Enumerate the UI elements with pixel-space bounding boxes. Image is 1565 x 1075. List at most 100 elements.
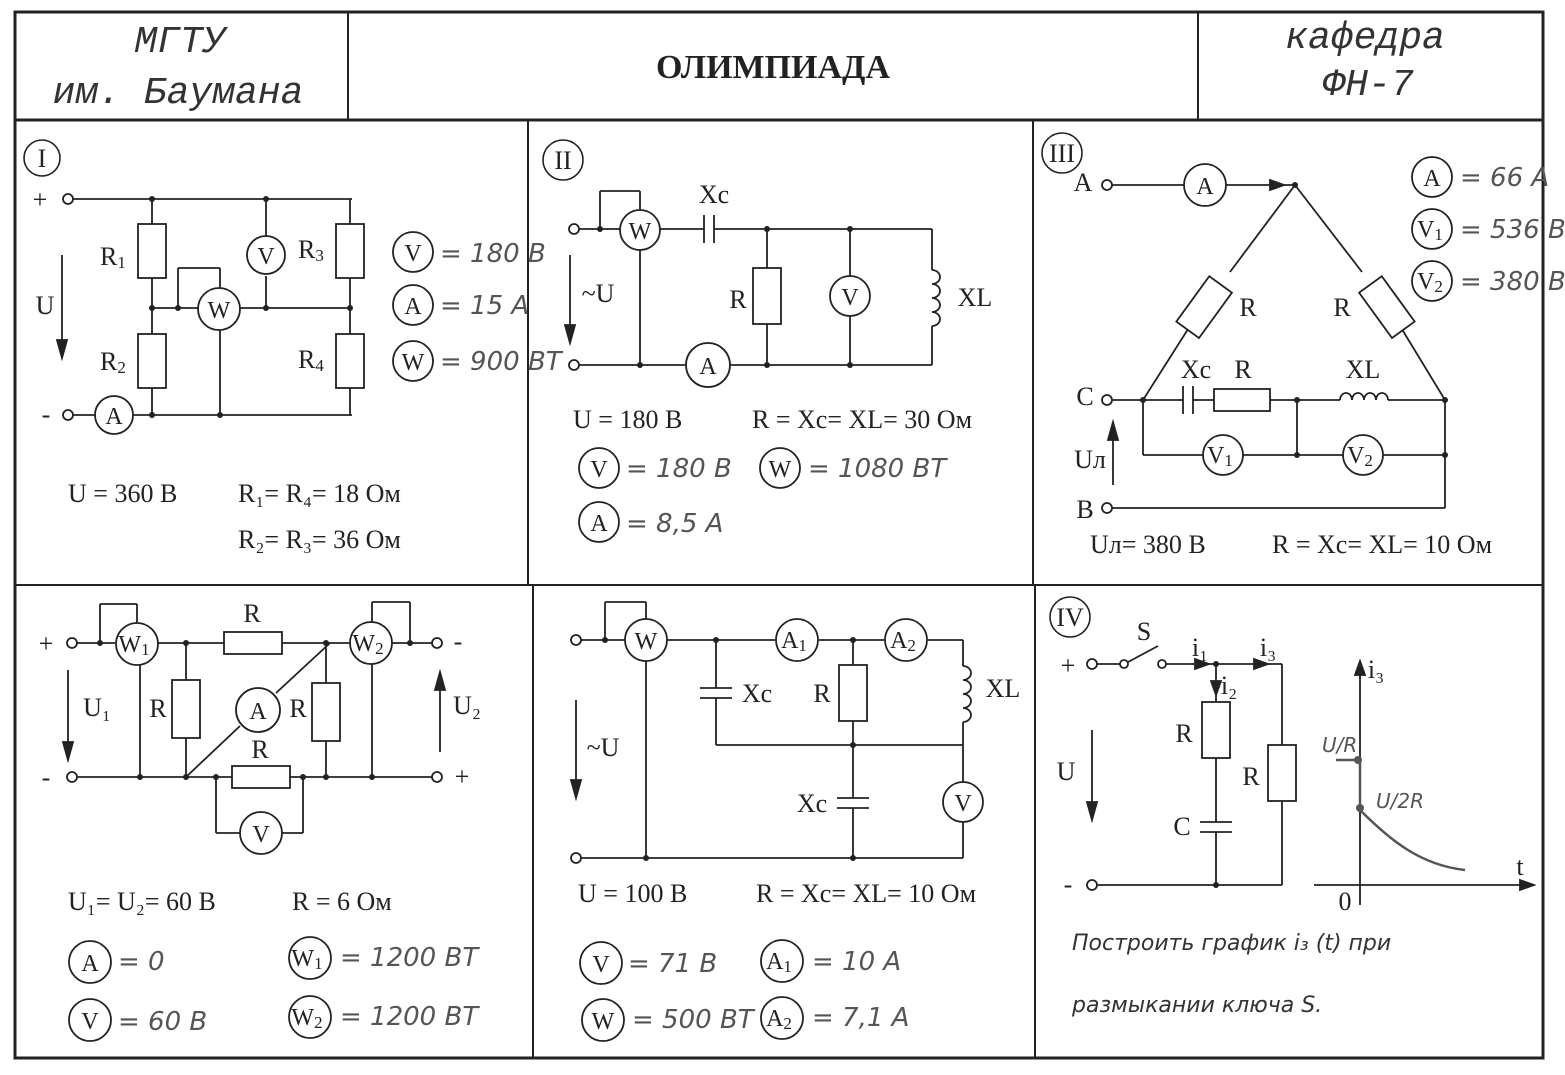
circuit-2 bbox=[563, 190, 941, 371]
i3-curve bbox=[1336, 758, 1466, 872]
answer-power-2: = 1200 BT bbox=[340, 1002, 480, 1032]
answer-voltage: = 180 B bbox=[440, 239, 546, 269]
answer-v-symbol: V bbox=[81, 1009, 99, 1035]
answer-v-symbol: V bbox=[590, 457, 608, 483]
wattmeter-symbol: W bbox=[629, 219, 652, 245]
note-u-over-2r: U/2R bbox=[1376, 789, 1424, 813]
voltage-label: ~U bbox=[582, 279, 615, 308]
answer-current: = 0 bbox=[118, 947, 165, 977]
wattmeter-symbol: W bbox=[635, 629, 658, 655]
graph-x-axis-label: t bbox=[1516, 852, 1524, 881]
problem-3: III bbox=[1041, 132, 1565, 559]
note-u-over-r: U/R bbox=[1322, 733, 1357, 757]
voltage-label: U bbox=[36, 291, 55, 320]
page-title: ОЛИМПИАДА bbox=[656, 49, 890, 86]
xl-label: XL bbox=[986, 674, 1021, 703]
header-left-line2: им. Баумана bbox=[53, 72, 304, 115]
given-voltages: U₁= U₂= 60 В bbox=[68, 887, 216, 916]
ammeter-2-symbol: A2 bbox=[890, 628, 916, 655]
frame bbox=[13, 10, 1545, 1060]
r-left-label: R bbox=[149, 694, 167, 723]
circuit-5-nodes bbox=[602, 637, 856, 861]
circuit-4-nodes bbox=[97, 640, 413, 780]
plus-terminal-left: + bbox=[39, 629, 54, 658]
given-r1-r4: R₁= R₄= 18 Ом bbox=[238, 479, 401, 508]
ammeter-symbol: A bbox=[1196, 174, 1214, 200]
voltage-label: ~U bbox=[587, 733, 620, 762]
capacitor-label: C bbox=[1173, 812, 1190, 841]
circuit-3-nodes bbox=[1140, 182, 1448, 458]
resistor-right bbox=[1357, 274, 1416, 340]
xc-label: Xc bbox=[1181, 355, 1211, 384]
circuit-1-nodes bbox=[149, 196, 353, 418]
answer-a2-symbol: A2 bbox=[766, 1006, 792, 1033]
wattmeter-symbol: W bbox=[208, 298, 231, 324]
problem-2: II bbox=[542, 139, 992, 543]
answer-current-1: = 10 A bbox=[812, 947, 901, 977]
voltmeter-2-symbol: V2 bbox=[1347, 443, 1373, 470]
answer-current: = 15 A bbox=[440, 291, 529, 321]
xc-label: Xc bbox=[699, 180, 729, 209]
answer-w-symbol: W bbox=[402, 350, 425, 376]
answer-w-symbol: W bbox=[769, 457, 792, 483]
r2-label: R bbox=[1242, 762, 1260, 791]
answer-current: = 66 A bbox=[1460, 163, 1549, 193]
problem-1: I bbox=[23, 139, 564, 554]
voltmeter-symbol: V bbox=[841, 285, 859, 311]
header: МГТУ им. Баумана ОЛИМПИАДА кафедра ФН-7 bbox=[53, 17, 1445, 115]
header-right-line1: кафедра bbox=[1285, 17, 1445, 60]
wattmeter-1-symbol: W1 bbox=[118, 632, 149, 659]
answer-power: = 500 BT bbox=[632, 1005, 756, 1035]
given-line-voltage: Uл= 380 В bbox=[1090, 530, 1206, 559]
voltmeter-1-symbol: V1 bbox=[1207, 443, 1233, 470]
given-voltage: U = 100 В bbox=[578, 879, 687, 908]
minus-terminal: - bbox=[1064, 870, 1073, 899]
r-left-label: R bbox=[1239, 293, 1257, 322]
given-impedances: R = Xc= XL= 30 Ом bbox=[752, 405, 972, 434]
minus-terminal-right: - bbox=[454, 627, 463, 656]
r3-label: R3 bbox=[298, 235, 324, 265]
circuit-iv bbox=[1085, 645, 1537, 905]
problem-4: W1 W2 A V + - - + U₁ U₂ R R R R U₁= U₂= … bbox=[39, 599, 481, 1042]
answer-a-symbol: A bbox=[81, 951, 99, 977]
graph-origin-label: 0 bbox=[1339, 887, 1352, 916]
i3-label: i₃ bbox=[1260, 633, 1276, 662]
answer-voltage-2: = 380 B bbox=[1460, 267, 1565, 297]
terminal-b: B bbox=[1076, 495, 1093, 524]
answer-a-symbol: A bbox=[1423, 166, 1441, 192]
header-right-line2: ФН-7 bbox=[1322, 64, 1413, 107]
ammeter-1-symbol: A1 bbox=[781, 628, 807, 655]
r-bottom-label: R bbox=[251, 735, 269, 764]
problem-number: I bbox=[38, 144, 47, 173]
answer-v2-symbol: V2 bbox=[1417, 269, 1443, 296]
u2-label: U₂ bbox=[453, 691, 481, 720]
r1-label: R1 bbox=[100, 242, 126, 272]
voltmeter-symbol: V bbox=[954, 791, 972, 817]
r-label: R bbox=[813, 679, 831, 708]
line-voltage-label: Uл bbox=[1074, 445, 1106, 474]
given-impedances: R = Xc= XL= 10 Ом bbox=[1272, 530, 1492, 559]
answer-current: = 8,5 A bbox=[626, 509, 723, 539]
minus-terminal-left: - bbox=[42, 763, 51, 792]
xl-label: XL bbox=[1346, 355, 1381, 384]
answer-power: = 900 BT bbox=[440, 347, 564, 377]
given-impedances: R = Xc= XL= 10 Ом bbox=[756, 879, 976, 908]
header-left-line1: МГТУ bbox=[134, 21, 228, 64]
answer-a1-symbol: A1 bbox=[766, 949, 792, 976]
terminal-c: C bbox=[1076, 382, 1093, 411]
answer-voltage: = 71 B bbox=[628, 949, 717, 979]
minus-terminal: - bbox=[42, 400, 51, 429]
r4-label: R4 bbox=[298, 345, 324, 375]
problem-number: III bbox=[1049, 139, 1075, 168]
wattmeter-2-symbol: W2 bbox=[352, 631, 383, 658]
circuit-iv-nodes bbox=[1213, 661, 1219, 888]
ammeter-symbol: A bbox=[105, 404, 123, 430]
xc-bottom-label: Xc bbox=[797, 789, 827, 818]
answer-w-symbol: W bbox=[592, 1009, 615, 1035]
answer-power: = 1080 BT bbox=[808, 454, 948, 484]
r-top-label: R bbox=[243, 599, 261, 628]
answer-a-symbol: A bbox=[590, 511, 608, 537]
i1-label: i₁ bbox=[1192, 633, 1208, 662]
ammeter-symbol: A bbox=[249, 699, 267, 725]
u1-label: U₁ bbox=[83, 693, 111, 722]
